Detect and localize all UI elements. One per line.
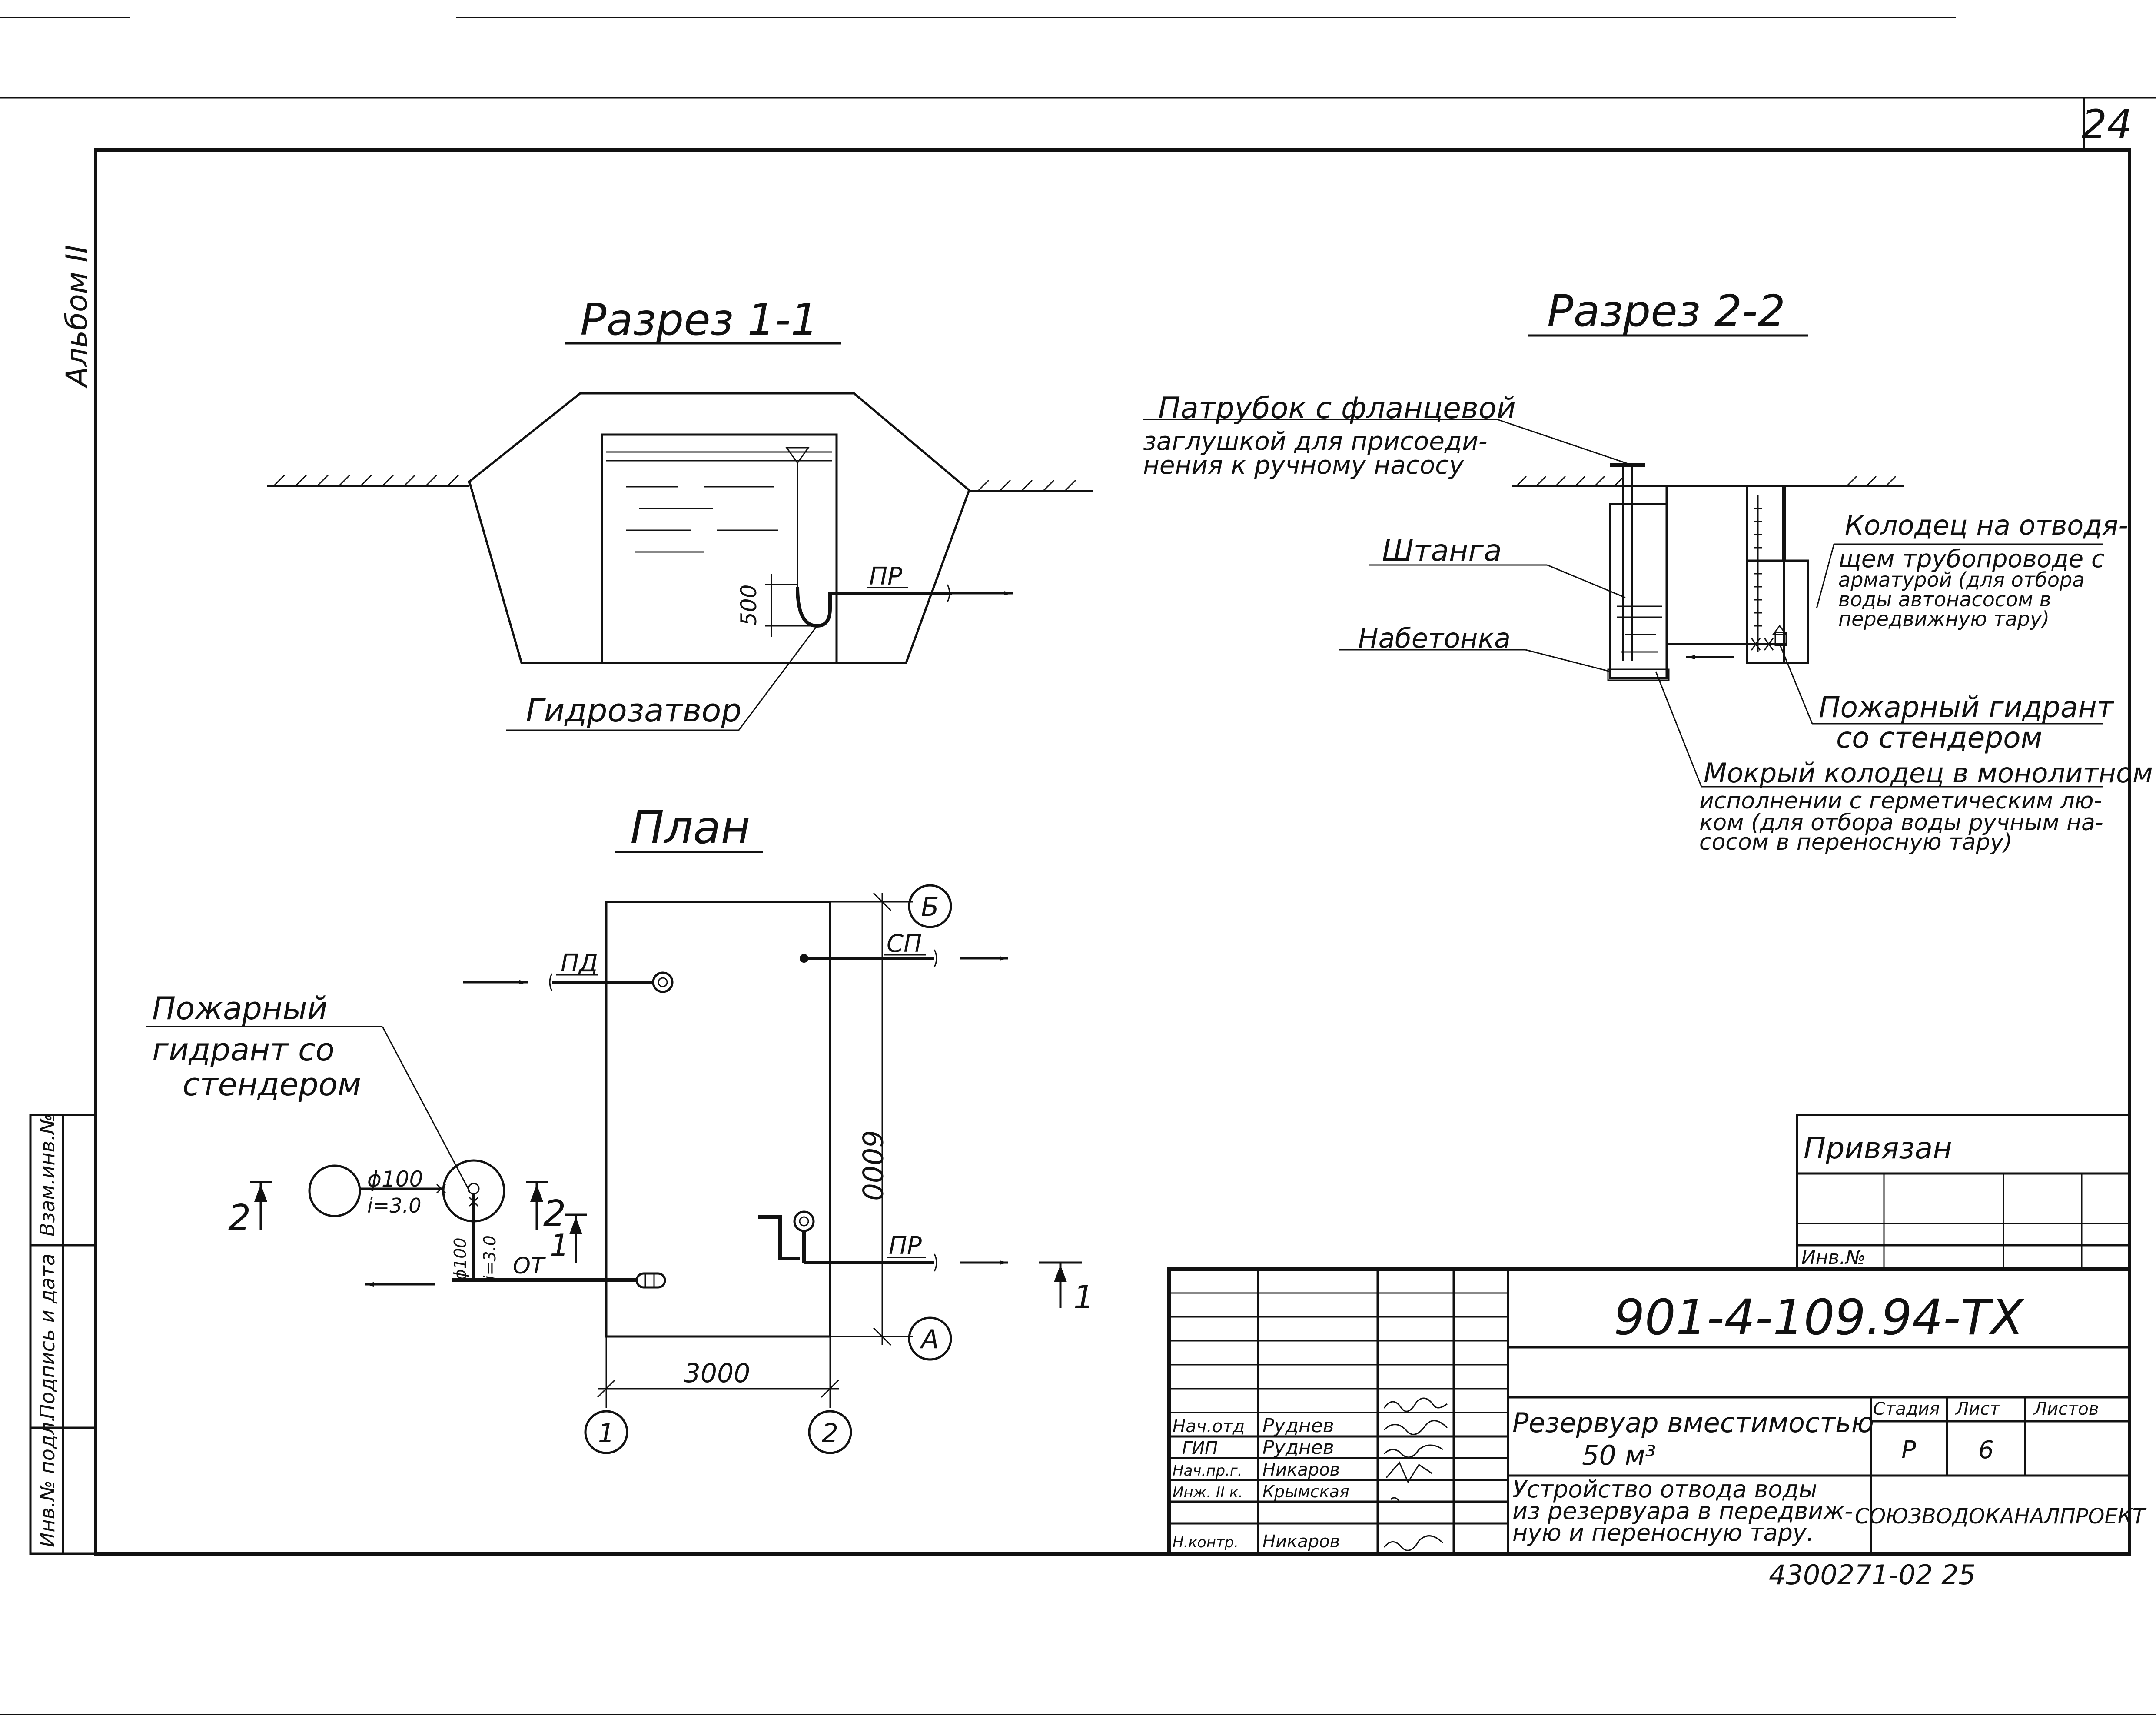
pipe-stub-label-3: нения к ручному насосу xyxy=(1143,450,1464,480)
sig-role-2: ГИП xyxy=(1182,1438,1218,1458)
section-1-1-title: Разрез 1-1 xyxy=(580,294,818,345)
sheet-value: 6 xyxy=(1978,1436,1994,1464)
section-2-2-hydrant-label-1: Пожарный гидрант xyxy=(1819,691,2115,724)
cut1-left: 1 xyxy=(550,1228,569,1263)
outlet-well-label-3: арматурой (для отбора xyxy=(1838,568,2084,592)
side-stamp-signature: Подпись и дата xyxy=(36,1253,59,1419)
section-2-2-hydrant-label-2: со стендером xyxy=(1836,721,2042,755)
plan-ot-label: ОТ xyxy=(513,1253,546,1279)
plan-sp-label: СП xyxy=(887,930,922,958)
plan-pipe-dia: ϕ100 xyxy=(367,1167,423,1192)
plan-title: План xyxy=(630,801,750,854)
plan-axis-1: 1 xyxy=(598,1418,615,1449)
plan-pipe-slope: i=3.0 xyxy=(367,1194,421,1217)
sig-role-1: Нач.отд xyxy=(1173,1416,1245,1436)
outlet-well-label-4: воды автонасосом в xyxy=(1838,588,2051,611)
organization: СОЮЗВОДОКАНАЛПРОЕКТ xyxy=(1855,1504,2147,1529)
wet-well-label-1: Мокрый колодец в монолитном xyxy=(1704,757,2153,789)
cut2-left: 2 xyxy=(228,1197,251,1239)
sig-role-4: Инж. II к. xyxy=(1173,1484,1243,1501)
plan-dim-width: 3000 xyxy=(684,1358,751,1389)
section-1-1-dim-500: 500 xyxy=(736,585,761,626)
pipe-stub-label-1: Патрубок с фланцевой xyxy=(1158,391,1516,426)
cut1-right: 1 xyxy=(1073,1279,1094,1316)
rod-label: Штанга xyxy=(1382,534,1502,568)
side-stamp: Взам.инв.№ Подпись и дата Инв.№ подл. xyxy=(29,1114,97,1555)
section-1-1-pr-label: ПР xyxy=(869,562,902,591)
sheet-number-box: 24 xyxy=(2081,98,2133,150)
plan-vertical-dia: ϕ100 xyxy=(451,1237,470,1280)
sig-name-4: Крымская xyxy=(1262,1482,1349,1501)
title-block: 901-4-109.94-ТХ Резервуар вместимостью 5… xyxy=(1167,1267,2147,1556)
plan-vertical-slope: i=3.0 xyxy=(480,1235,499,1280)
sig-role-3: Нач.пр.г. xyxy=(1173,1462,1242,1479)
sig-name-6: Никаров xyxy=(1262,1532,1340,1552)
sheet-number: 24 xyxy=(2081,101,2132,148)
outlet-well xyxy=(1746,559,1809,664)
cut2-right: 2 xyxy=(543,1193,566,1234)
album-label: Альбом II xyxy=(60,245,94,389)
sig-name-3: Никаров xyxy=(1262,1460,1340,1480)
plan-pr-label: ПР xyxy=(889,1232,922,1260)
plan-view: План 6000 Б А 3000 1 2 ПД xyxy=(146,801,1094,1454)
scan-edge-top xyxy=(0,17,2156,1715)
privyazan-block: Привязан Инв.№ xyxy=(1796,1114,2131,1270)
sheet-name-1: Устройство отвода воды xyxy=(1512,1476,1817,1503)
embankment xyxy=(468,392,970,664)
section-1-1: Разрез 1-1 ПР xyxy=(267,294,1093,731)
tank-body xyxy=(601,433,838,664)
outlet-well-label-5: передвижную тару) xyxy=(1838,607,2050,631)
side-stamp-replace: Взам.инв.№ xyxy=(36,1114,59,1237)
wet-well-label-4: сосом в переносную тару) xyxy=(1699,829,2012,855)
plan-hydrant-label-1: Пожарный xyxy=(152,990,328,1027)
plan-axis-b: Б xyxy=(921,892,939,922)
drawing-frame xyxy=(94,148,2131,1556)
section-2-2-title: Разрез 2-2 xyxy=(1547,286,1785,336)
outlet-well-label-2: щем трубопроводе с xyxy=(1838,545,2105,573)
hydroseal-pipe xyxy=(796,586,952,628)
section-2-2: Разрез 2-2 xyxy=(1143,286,2153,855)
plan-tank xyxy=(605,901,831,1338)
sig-name-2: Руднев xyxy=(1262,1436,1334,1459)
stage-value: Р xyxy=(1901,1436,1916,1464)
sig-name-1: Руднев xyxy=(1262,1415,1334,1437)
handwritten-signatures xyxy=(1383,1397,1448,1551)
object-name-2: 50 м³ xyxy=(1582,1439,1656,1471)
sheet-name-3: ную и переносную тару. xyxy=(1512,1519,1814,1546)
pipe-stub-label-2: заглушкой для присоеди- xyxy=(1143,426,1488,456)
archive-code: 4300271-02 25 xyxy=(1769,1559,1976,1591)
concrete-label: Набетонка xyxy=(1358,622,1511,654)
sig-role-6: Н.контр. xyxy=(1173,1534,1239,1551)
plan-pd-label: ПД xyxy=(561,949,598,977)
privyazan-title: Привязан xyxy=(1804,1131,1952,1166)
sheet-name-2: из резервуара в передвиж- xyxy=(1512,1497,1853,1525)
designation: 901-4-109.94-ТХ xyxy=(1614,1290,2025,1346)
plan-axis-2: 2 xyxy=(822,1418,838,1449)
object-name-1: Резервуар вместимостью xyxy=(1512,1407,1874,1439)
side-stamp-inventory: Инв.№ подл. xyxy=(36,1416,59,1547)
wet-well-label-2: исполнении с герметическим лю- xyxy=(1699,788,2102,814)
privyazan-inv: Инв.№ xyxy=(1801,1247,1865,1269)
plan-dim-length: 6000 xyxy=(856,1130,888,1201)
plan-well-left xyxy=(308,1164,361,1217)
plan-hydrant-label-3: стендером xyxy=(183,1066,361,1103)
wet-well-label-3: ком (для отбора воды ручным на- xyxy=(1699,810,2103,836)
outlet-well-label-1: Колодец на отводя- xyxy=(1845,509,2128,541)
stage-label: Стадия xyxy=(1873,1399,1940,1419)
sheets-label: Листов xyxy=(2033,1399,2099,1419)
plan-axis-a: А xyxy=(919,1324,939,1355)
sheet-label: Лист xyxy=(1955,1399,2000,1419)
plan-hydrant-label-2: гидрант со xyxy=(152,1031,335,1068)
hydroseal-label: Гидрозатвор xyxy=(526,692,741,729)
